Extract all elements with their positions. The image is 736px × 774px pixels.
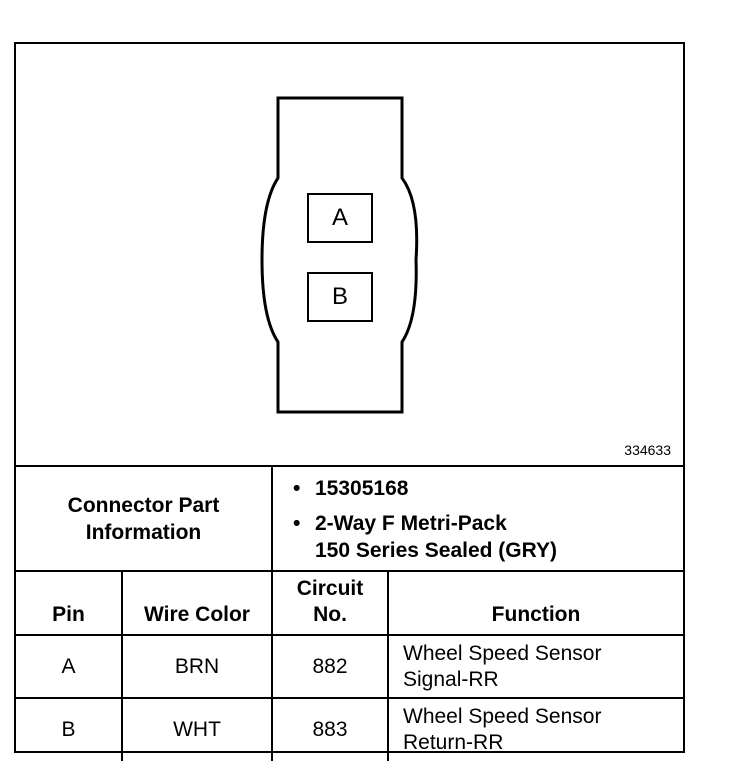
info-title-line2: Information	[85, 520, 202, 544]
table-header-row: Pin Wire Color Circuit No. Function	[16, 570, 684, 636]
row-function-line1: Wheel Speed Sensor	[403, 641, 602, 665]
row-circuit: 883	[271, 697, 389, 761]
header-circuit-line2: No.	[313, 603, 347, 626]
info-title-line1: Connector Part	[67, 493, 220, 517]
pin-a-label: A	[331, 204, 348, 231]
connector-diagram: A B 334633	[16, 44, 683, 467]
row-wire-color: BRN	[121, 634, 273, 699]
row-function-line1: Wheel Speed Sensor	[403, 705, 602, 728]
row-function: Wheel Speed Sensor Signal-RR	[386, 634, 684, 699]
pin-a-cavity	[307, 193, 373, 243]
connector-info-title: Connector Part Information	[16, 467, 273, 572]
row-function: Wheel Speed Sensor Return-RR	[386, 697, 684, 761]
pin-b-label: B	[331, 283, 348, 310]
header-function: Function	[386, 570, 684, 636]
pin-b-cavity	[307, 272, 373, 322]
row-circuit: 882	[271, 634, 389, 699]
connector-table: Connector Part Information • 15305168 • …	[16, 467, 684, 761]
header-circuit: Circuit No.	[271, 570, 389, 636]
connector-info-row: Connector Part Information • 15305168 • …	[16, 467, 684, 572]
header-pin: Pin	[16, 570, 123, 636]
part-number-text: 15305168	[315, 477, 409, 500]
connector-frame: A B 334633 Connector Part Information • …	[14, 42, 685, 761]
table-row: A BRN 882 Wheel Speed Sensor Signal-RR	[16, 634, 684, 699]
connector-description: • 2-Way F Metri-Pack	[293, 510, 683, 537]
row-pin: A	[16, 634, 123, 699]
connector-body-outline	[260, 96, 419, 414]
row-pin: B	[16, 697, 123, 761]
bullet-icon: •	[293, 512, 301, 535]
connector-drawing	[260, 96, 419, 414]
row-function-line2: Return-RR	[403, 731, 504, 754]
bullet-icon: •	[293, 477, 301, 500]
table-row: B WHT 883 Wheel Speed Sensor Return-RR	[16, 697, 684, 761]
description-line2: 150 Series Sealed (GRY)	[315, 539, 558, 562]
header-wire-color: Wire Color	[121, 570, 273, 636]
description-line1: 2-Way F Metri-Pack	[315, 512, 507, 535]
connector-info-details: • 15305168 • 2-Way F Metri-Pack 150 Seri…	[270, 467, 684, 572]
figure-id: 334633	[624, 442, 671, 458]
header-circuit-line1: Circuit	[296, 577, 364, 600]
row-function-line2: Signal-RR	[403, 667, 499, 691]
row-wire-color: WHT	[121, 697, 273, 761]
part-number: • 15305168	[293, 475, 683, 502]
